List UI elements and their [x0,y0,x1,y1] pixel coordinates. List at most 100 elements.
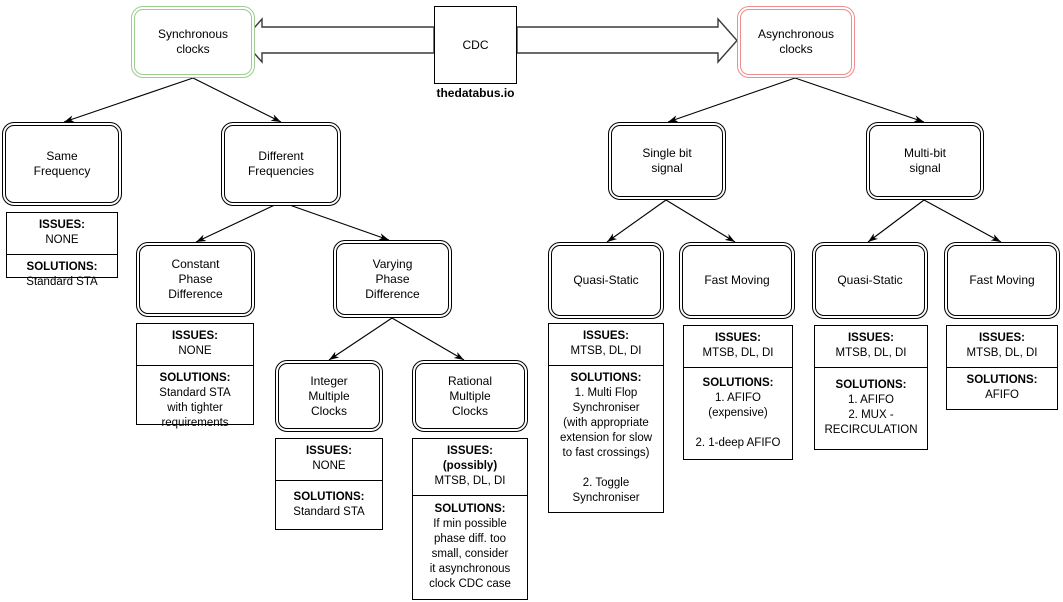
card-mb-fast-moving-solutions: SOLUTIONS: AFIFO [947,368,1057,409]
card-rational-multiple-issues: ISSUES: (possibly) MTSB, DL, DI [413,439,527,496]
node-cdc-label: CDC [462,37,489,52]
card-multi-bit-fast-moving: ISSUES: MTSB, DL, DI SOLUTIONS: AFIFO [946,325,1058,410]
card-sb-quasi-static-solutions: SOLUTIONS: 1. Multi Flop Synchroniser (w… [549,366,663,512]
solutions-heading: SOLUTIONS: [293,490,365,503]
solutions-body: 1. AFIFO (expensive) 2. 1-deep AFIFO [695,391,781,449]
issues-body: NONE [45,234,79,246]
node-asynchronous-clocks-label: Asynchronous clocks [757,27,835,56]
solutions-body: If min possible phase diff. too small, c… [429,518,511,590]
card-same-frequency-issues: ISSUES: NONE [7,213,117,255]
solutions-heading: SOLUTIONS: [570,372,642,384]
issues-body: MTSB, DL, DI [434,475,506,487]
card-constant-phase-issues: ISSUES: NONE [137,324,253,366]
node-multi-bit-signal[interactable]: Multi-bit signal [866,122,984,200]
node-constant-phase-difference-label: Constant Phase Difference [168,257,223,301]
issues-body: MTSB, DL, DI [702,347,774,359]
issues-heading: ISSUES: [582,330,629,342]
solutions-body: AFIFO [985,389,1019,401]
card-multi-bit-quasi-static: ISSUES: MTSB, DL, DI SOLUTIONS: 1. AFIFO… [814,325,928,450]
card-sb-fast-moving-issues: ISSUES: MTSB, DL, DI [684,326,792,368]
card-single-bit-fast-moving: ISSUES: MTSB, DL, DI SOLUTIONS: 1. AFIFO… [683,325,793,460]
solutions-heading: SOLUTIONS: [434,503,506,515]
card-constant-phase: ISSUES: NONE SOLUTIONS: Standard STA wit… [136,323,254,429]
edge-varying-to-rational [391,317,465,361]
arrow-cdc-to-sync [242,17,435,64]
solutions-heading: SOLUTIONS: [159,372,231,384]
edge-diff-to-constant-phase [195,201,282,243]
issues-heading: ISSUES: [714,332,761,344]
card-integer-multiple: ISSUES: NONE SOLUTIONS: Standard STA [275,438,383,530]
card-constant-phase-solutions: SOLUTIONS: Standard STA with tighter req… [137,366,253,437]
node-single-bit-signal[interactable]: Single bit signal [608,122,726,200]
card-rational-multiple-solutions: SOLUTIONS: If min possible phase diff. t… [413,496,527,599]
node-asynchronous-clocks[interactable]: Asynchronous clocks [737,6,855,78]
node-cdc[interactable]: CDC [434,6,517,84]
edge-varying-to-integer [328,317,393,361]
node-varying-phase-difference[interactable]: Varying Phase Difference [333,240,452,318]
card-integer-multiple-issues: ISSUES: NONE [276,439,382,481]
node-same-frequency-label: Same Frequency [33,149,91,178]
card-single-bit-quasi-static: ISSUES: MTSB, DL, DI SOLUTIONS: 1. Multi… [548,323,664,513]
node-single-bit-fast-moving-label: Fast Moving [704,273,770,287]
node-same-frequency[interactable]: Same Frequency [2,122,122,206]
card-rational-multiple: ISSUES: (possibly) MTSB, DL, DI SOLUTION… [412,438,528,600]
node-multi-bit-quasi-static-label: Quasi-Static [837,273,903,287]
issues-heading: ISSUES: [38,219,85,231]
node-integer-multiple-clocks[interactable]: Integer Multiple Clocks [275,360,383,432]
node-multi-bit-fast-moving[interactable]: Fast Moving [944,242,1060,319]
card-mb-fast-moving-issues: ISSUES: MTSB, DL, DI [947,326,1057,368]
solutions-body: Standard STA [26,276,98,288]
node-different-frequencies[interactable]: Different Frequencies [221,122,341,206]
node-single-bit-quasi-static-label: Quasi-Static [573,273,639,287]
card-sb-quasi-static-issues: ISSUES: MTSB, DL, DI [549,324,663,366]
solutions-heading: SOLUTIONS: [26,261,98,273]
edge-multi-bit-to-quasi-static [867,199,925,243]
issues-heading: ISSUES: [978,332,1025,344]
node-multi-bit-quasi-static[interactable]: Quasi-Static [812,242,928,319]
solutions-body: Standard STA [293,505,365,518]
node-single-bit-quasi-static[interactable]: Quasi-Static [548,242,664,319]
node-constant-phase-difference[interactable]: Constant Phase Difference [136,242,255,317]
node-different-frequencies-label: Different Frequencies [247,149,315,178]
issues-heading: ISSUES: [305,445,352,457]
issues-body: MTSB, DL, DI [570,345,642,357]
solutions-body: Standard STA with tighter requirements [159,387,231,429]
solutions-heading: SOLUTIONS: [702,376,774,389]
edge-sync-to-same-frequency [63,77,194,123]
solutions-body: 1. Multi Flop Synchroniser (with appropr… [559,387,653,504]
issues-body: MTSB, DL, DI [835,347,907,359]
card-mb-quasi-static-issues: ISSUES: MTSB, DL, DI [815,326,927,368]
node-multi-bit-fast-moving-label: Fast Moving [969,273,1035,287]
edge-single-bit-to-fast-moving [665,199,736,243]
issues-body: MTSB, DL, DI [966,347,1038,359]
edge-sync-to-different-frequencies [192,77,282,123]
node-rational-multiple-clocks[interactable]: Rational Multiple Clocks [412,360,528,432]
solutions-body: 1. AFIFO 2. MUX - RECIRCULATION [824,394,918,436]
issues-heading: ISSUES: [171,330,218,342]
issues-body: NONE [178,345,212,357]
card-mb-quasi-static-solutions: SOLUTIONS: 1. AFIFO 2. MUX - RECIRCULATI… [815,368,927,449]
node-varying-phase-difference-label: Varying Phase Difference [365,256,420,301]
solutions-heading: SOLUTIONS: [835,379,907,391]
node-multi-bit-signal-label: Multi-bit signal [903,146,946,175]
issues-heading: ISSUES: (possibly) [442,445,498,472]
node-synchronous-clocks[interactable]: Synchronous clocks [131,6,255,78]
solutions-heading: SOLUTIONS: [966,374,1038,386]
node-integer-multiple-clocks-label: Integer Multiple Clocks [308,373,350,418]
card-same-frequency-solutions: SOLUTIONS: Standard STA [7,255,117,296]
arrow-cdc-to-async [516,17,738,64]
card-integer-multiple-solutions: SOLUTIONS: Standard STA [276,481,382,529]
node-synchronous-clocks-label: Synchronous clocks [157,27,229,56]
edge-async-to-single-bit [667,77,796,123]
node-single-bit-signal-label: Single bit signal [642,146,692,175]
watermark-caption: thedatabus.io [436,86,515,100]
edge-multi-bit-to-fast-moving [923,199,1002,243]
node-single-bit-fast-moving[interactable]: Fast Moving [679,242,795,319]
edge-single-bit-to-quasi-static [606,199,667,243]
edge-async-to-multi-bit [794,77,925,123]
issues-body: NONE [312,460,346,472]
edge-diff-to-varying-phase [280,201,390,241]
card-same-frequency: ISSUES: NONE SOLUTIONS: Standard STA [6,212,118,288]
node-rational-multiple-clocks-label: Rational Multiple Clocks [447,373,493,418]
